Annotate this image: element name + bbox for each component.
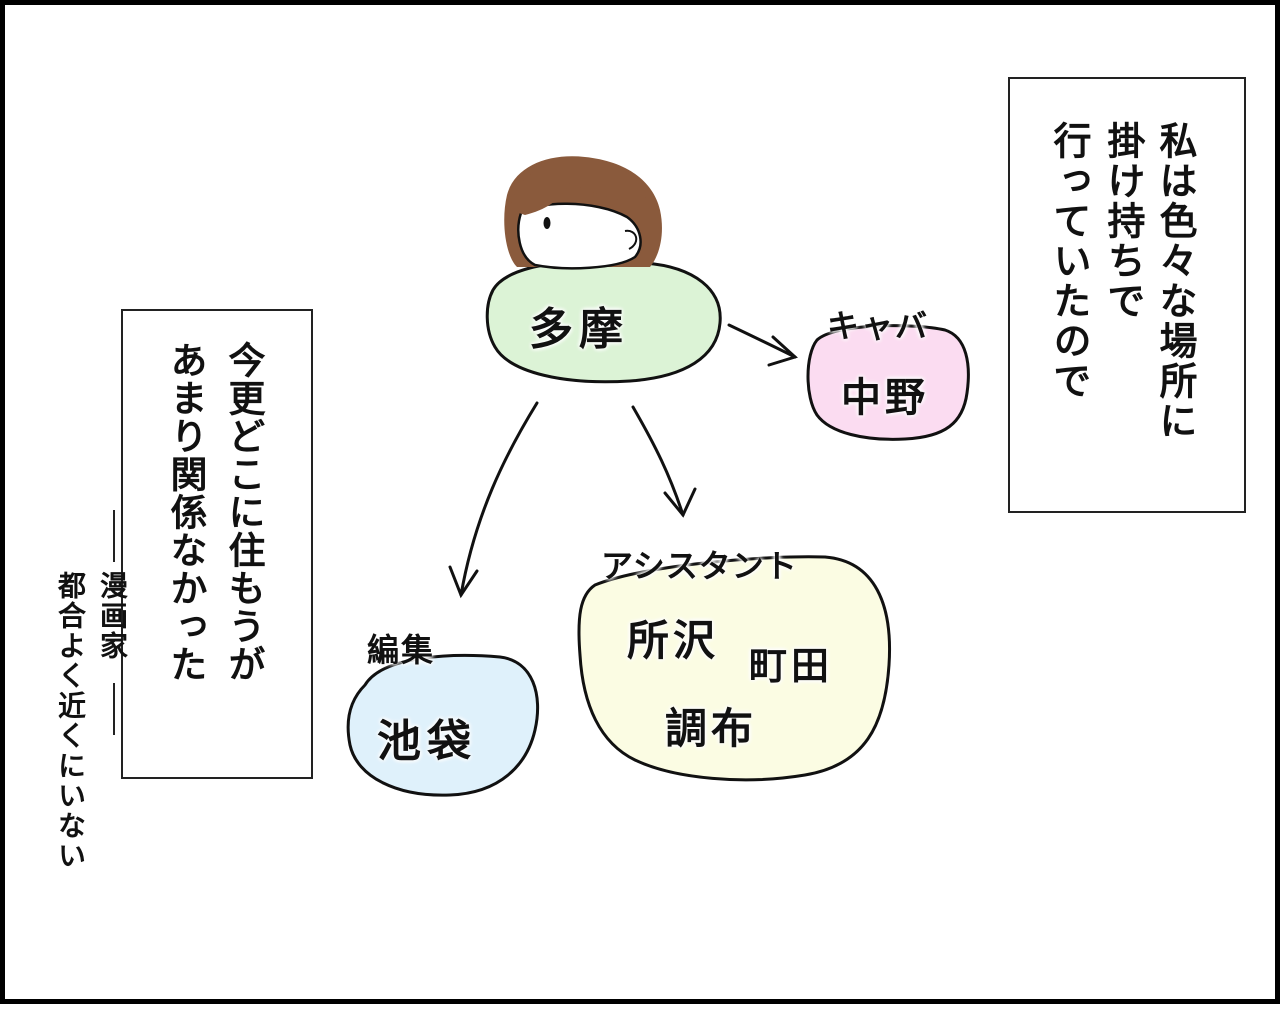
arrow-to-editor-head bbox=[448, 565, 479, 599]
arrow-to-editor bbox=[459, 401, 539, 597]
cabaret-label-nakano: 中野 bbox=[841, 375, 929, 421]
editor-blob bbox=[346, 653, 540, 797]
arrows bbox=[448, 323, 798, 599]
arrow-to-assistant bbox=[631, 405, 685, 517]
side-note-line-1: 漫画家 bbox=[96, 571, 129, 661]
caption-top-right-line-1: 私は色々な場所に bbox=[1153, 121, 1197, 441]
assistant-place-chofu: 調布 bbox=[665, 704, 758, 753]
cabaret-blob bbox=[806, 324, 970, 441]
caption-top-right-line-2: 掛け持ちで bbox=[1101, 121, 1145, 321]
caption-left-line-1: 今更どこに住もうが bbox=[222, 341, 265, 683]
hair-fringe bbox=[510, 158, 647, 215]
caption-left-line-2: あまり関係なかった bbox=[164, 341, 207, 683]
caption-top-right-line-3: 行っていたので bbox=[1047, 121, 1091, 401]
assistant-tag: アシスタント bbox=[601, 547, 798, 585]
caption-box-top-right bbox=[1008, 77, 1246, 513]
center-label-tama: 多摩 bbox=[529, 304, 629, 355]
editor-label-ikebukuro: 池袋 bbox=[377, 716, 477, 767]
side-note-rule-bottom bbox=[113, 683, 115, 735]
diagram-art bbox=[346, 156, 970, 797]
cabaret-tag: キャバ bbox=[827, 307, 930, 345]
assistant-blob bbox=[577, 555, 892, 782]
arrow-to-cabaret-head bbox=[767, 335, 798, 367]
arrow-to-assistant-head bbox=[663, 487, 697, 518]
face bbox=[517, 202, 642, 270]
arrow-to-cabaret bbox=[727, 323, 797, 359]
side-note-line-2: 都合よく近くにいない bbox=[54, 571, 87, 871]
editor-tag: 編集 bbox=[367, 631, 436, 669]
assistant-place-tokorozawa: 所沢 bbox=[627, 616, 720, 665]
eye bbox=[543, 217, 551, 229]
caption-box-left bbox=[121, 309, 313, 779]
character-head bbox=[504, 156, 662, 270]
side-note-rule-top bbox=[113, 510, 115, 562]
ear bbox=[624, 229, 638, 250]
assistant-place-machida: 町田 bbox=[749, 644, 834, 688]
